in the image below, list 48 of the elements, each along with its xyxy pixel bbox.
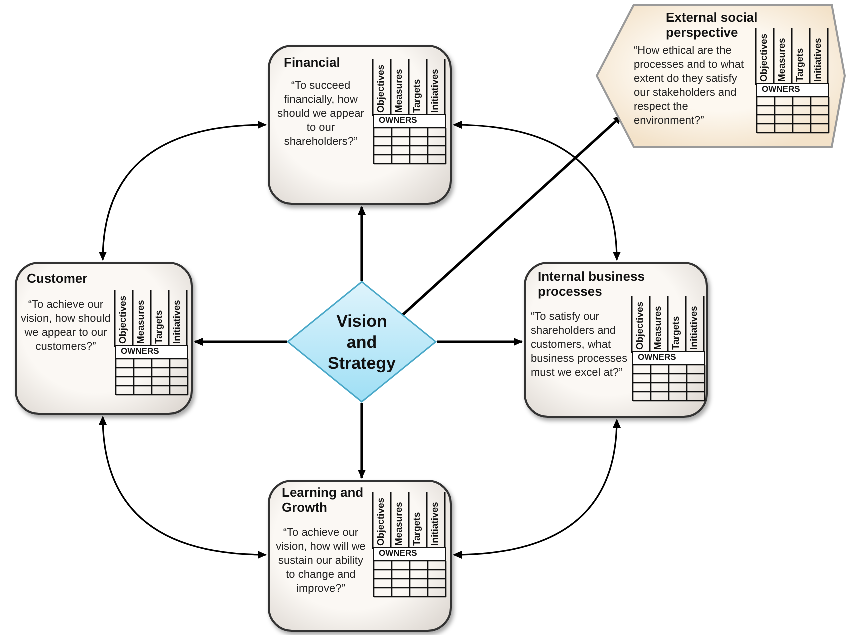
double-arrow (453, 419, 621, 559)
column-header: Measures (777, 37, 788, 82)
column-header: Objectives (376, 64, 387, 113)
row-header: OWNERS (632, 351, 705, 365)
card-title: Internal business processes (538, 269, 646, 299)
column-header: Targets (671, 315, 682, 350)
column-header: Objectives (376, 496, 387, 546)
arrow (358, 206, 366, 281)
column-header: Initiatives (813, 37, 824, 82)
column-header: Initiatives (430, 501, 441, 546)
decision-diamond (287, 281, 437, 403)
column-header: Targets (412, 511, 423, 546)
perspective-card (15, 262, 193, 415)
perspective-card (268, 480, 452, 632)
question-text: “To achieve our vision, how should we appear to our customers?” (20, 298, 112, 354)
question-text: “To satisfy our shareholders and customers, what business processes must we excel at?” (531, 310, 629, 380)
double-arrow (453, 121, 621, 261)
perspective-card (524, 262, 708, 418)
column-header: Initiatives (172, 299, 183, 344)
double-arrow (99, 121, 267, 261)
card-title: Customer (27, 271, 89, 286)
column-header: Targets (154, 309, 165, 344)
row-header: OWNERS (373, 114, 446, 128)
column-header: Measures (394, 501, 405, 546)
column-header: Initiatives (689, 305, 700, 350)
double-arrow (99, 416, 267, 559)
arrow (437, 338, 523, 346)
column-header: Objectives (118, 294, 129, 344)
column-header: Initiatives (430, 68, 441, 113)
question-text: “To achieve our vision, how will we sustain our ability to change and improve?” (275, 526, 367, 596)
diamond-label: Vision and Strategy (327, 311, 397, 374)
question-text: “How ethical are the processes and to what extent do they satisfy our stakeholders and respect the environment?” (634, 44, 746, 128)
row-header: OWNERS (115, 345, 188, 359)
row-header: OWNERS (756, 83, 829, 97)
column-header: Targets (412, 78, 423, 113)
card-title: Learning and Growth (282, 485, 365, 515)
arrow (194, 338, 287, 346)
column-header: Measures (653, 305, 664, 350)
column-header: Targets (795, 47, 806, 82)
column-header: Measures (136, 299, 147, 344)
perspective-card (268, 45, 452, 205)
perspective-card (596, 4, 846, 148)
column-header: Measures (394, 68, 405, 113)
row-header: OWNERS (373, 547, 446, 561)
arrow (358, 403, 366, 479)
column-header: Objectives (759, 32, 770, 82)
question-text: “To succeed financially, how should we appear to our shareholders?” (276, 79, 366, 149)
column-header: Objectives (635, 300, 646, 350)
